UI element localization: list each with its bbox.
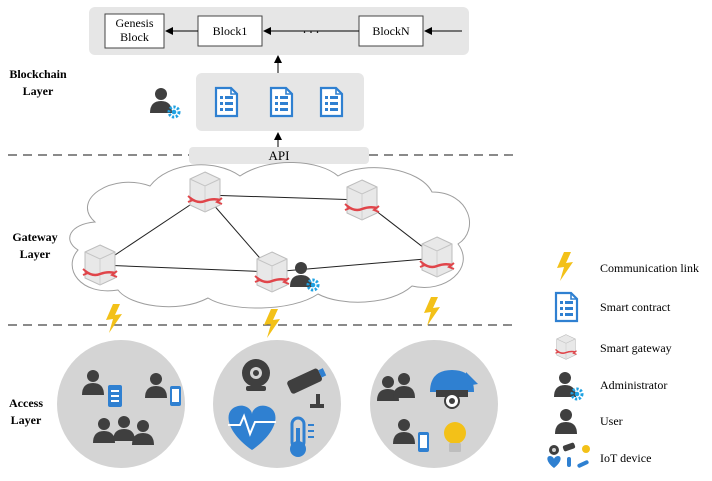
gear-icon	[306, 278, 320, 292]
smart-contract-icon	[319, 86, 344, 118]
smart-contract-icon	[269, 86, 294, 118]
api-bar	[189, 147, 369, 164]
gateway-layer-label: Gateway Layer	[0, 229, 70, 263]
smart-contract-icon	[214, 86, 239, 118]
label-line: Layer	[10, 413, 42, 427]
blockchain-layer-label: Blockchain Layer	[0, 66, 76, 100]
label-line: Layer	[22, 84, 54, 98]
label-line: Access	[9, 396, 43, 410]
smart-contract-icon	[554, 291, 579, 323]
gear-icon	[570, 387, 584, 401]
mixed-group-icon	[377, 370, 478, 452]
administrator-icon	[150, 88, 172, 113]
legend-communication-link: Communication link	[600, 261, 699, 275]
label-line: Block	[120, 30, 149, 44]
gear-icon	[167, 105, 181, 119]
api-label: API	[268, 148, 290, 163]
genesis-block	[104, 13, 165, 49]
user-icon	[555, 409, 577, 434]
smart-gateway-icon	[253, 250, 291, 294]
legend-user: User	[600, 414, 623, 428]
iot-device-group-icon	[228, 359, 327, 457]
smart-gateway-icon	[81, 243, 119, 287]
iot-device-icon	[547, 442, 590, 468]
legend-smart-contract: Smart contract	[600, 300, 671, 314]
blockN-label: BlockN	[372, 24, 410, 38]
access-layer-label: Access Layer	[0, 395, 52, 429]
user-group-icon	[82, 370, 181, 445]
communication-link-icon	[557, 252, 573, 281]
chain-ellipsis: . . .	[302, 21, 320, 36]
legend-iot-device: IoT device	[600, 451, 652, 465]
smart-gateway-icon	[343, 178, 381, 222]
block1	[197, 15, 263, 47]
communication-link-icon	[424, 297, 440, 326]
label-line: Gateway	[12, 230, 58, 244]
label-line: Blockchain	[9, 67, 67, 81]
smart-gateway-icon	[554, 333, 578, 361]
genesis-block-label: Genesis Block	[105, 16, 164, 44]
legend-smart-gateway: Smart gateway	[600, 341, 672, 355]
label-line: Genesis	[115, 16, 154, 30]
label-line: Layer	[19, 247, 51, 261]
access-circle-mixed	[370, 340, 498, 468]
communication-link-icon	[106, 304, 122, 333]
communication-link-icon	[264, 309, 280, 338]
block1-label: Block1	[212, 24, 248, 38]
smart-gateway-icon	[186, 170, 224, 214]
smart-gateway-icon	[418, 235, 456, 279]
legend-administrator: Administrator	[600, 378, 668, 392]
